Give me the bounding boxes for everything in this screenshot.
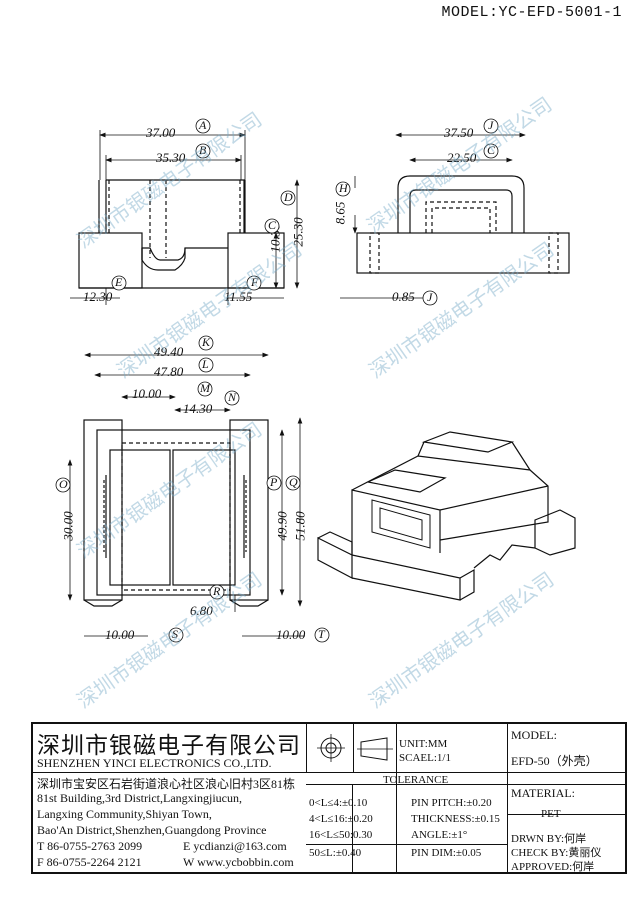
callout-l: L bbox=[202, 357, 209, 371]
address-en-line1: 81st Building,3rd District,Langxingjiucu… bbox=[37, 791, 242, 805]
address-en-line2: Langxing Community,Shiyan Town, bbox=[37, 807, 212, 821]
callout-c: C bbox=[268, 218, 277, 232]
callout-q: Q bbox=[289, 475, 298, 489]
dim-j1-value: 37.50 bbox=[444, 125, 474, 140]
callout-m: M bbox=[200, 381, 210, 395]
title-block: 深圳市银磁电子有限公司 SHENZHEN YINCI ELECTRONICS C… bbox=[31, 722, 627, 874]
dim-b-value: 35.30 bbox=[156, 150, 186, 165]
dim-l-value: 47.80 bbox=[154, 364, 184, 379]
callout-c2: C bbox=[487, 143, 496, 157]
dim-e-value: 12.30 bbox=[83, 289, 113, 304]
tolerance-title: TOLERANCE bbox=[383, 774, 449, 786]
company-name-en: SHENZHEN YINCI ELECTRONICS CO.,LTD. bbox=[37, 756, 272, 770]
dim-r-value: 6.80 bbox=[190, 603, 213, 618]
checked-by: CHECK BY:黄丽仪 bbox=[511, 847, 602, 859]
thickness-tolerance: THICKNESS:±0.15 bbox=[411, 813, 500, 825]
model-field-label: MODEL: bbox=[511, 728, 557, 742]
dim-j2-value: 0.85 bbox=[392, 289, 415, 304]
callout-p: P bbox=[270, 475, 278, 489]
dim-s-value: 10.00 bbox=[105, 627, 135, 642]
telephone: T 86-0755-2763 2099 bbox=[37, 839, 143, 853]
projection-symbol-icon bbox=[317, 734, 345, 762]
callout-r: R bbox=[213, 584, 221, 598]
address-en-line3: Bao'An District,Shenzhen,Guangdong Provi… bbox=[37, 823, 267, 837]
callout-b: B bbox=[199, 143, 207, 157]
pin-pitch-tolerance: PIN PITCH:±0.20 bbox=[411, 797, 492, 809]
dim-k-value: 49.40 bbox=[154, 344, 184, 359]
callout-a: A bbox=[199, 118, 207, 132]
dim-a-value: 37.00 bbox=[146, 125, 176, 140]
side-view bbox=[356, 175, 570, 274]
callout-s: S bbox=[172, 627, 178, 641]
angle-tolerance: ANGLE:±1° bbox=[411, 829, 468, 841]
company-name-cn: 深圳市银磁电子有限公司 bbox=[37, 733, 301, 759]
material-value: PET bbox=[541, 808, 561, 820]
tolerance-row-3: 16<L≤50:0.30 bbox=[309, 829, 373, 841]
dim-c2-value: 22.50 bbox=[447, 150, 477, 165]
model-number-label: MODEL:YC-EFD-5001-1 bbox=[441, 4, 622, 21]
callout-h: H bbox=[339, 181, 348, 195]
email: E ycdianzi@163.com bbox=[183, 839, 287, 853]
callout-o: O bbox=[59, 477, 68, 491]
callout-f: F bbox=[251, 275, 259, 289]
address-cn: 深圳市宝安区石岩街道浪心社区浪心旧村3区81栋 bbox=[37, 777, 296, 791]
tolerance-row-1: 0<L≤4:±0.10 bbox=[309, 797, 368, 809]
top-view bbox=[83, 419, 269, 607]
fax: F 86-0755-2264 2121 bbox=[37, 855, 142, 869]
dim-t-value: 10.00 bbox=[276, 627, 306, 642]
tolerance-row-2: 4<L≤16:±0.20 bbox=[309, 813, 373, 825]
callout-d: D bbox=[284, 190, 293, 204]
callout-n: N bbox=[228, 390, 237, 404]
callout-k: K bbox=[202, 335, 211, 349]
dim-m-value: 10.00 bbox=[132, 386, 162, 401]
drawn-by: DRWN BY:何岸 bbox=[511, 833, 587, 845]
isometric-view bbox=[317, 431, 576, 601]
material-label: MATERIAL: bbox=[511, 786, 575, 800]
unit-label: UNIT:MM bbox=[399, 738, 448, 750]
approved-by: APPROVED:何岸 bbox=[511, 861, 595, 873]
projection-cone-icon bbox=[357, 737, 393, 761]
website: W www.ycbobbin.com bbox=[183, 855, 294, 869]
pin-dim-tolerance: PIN DIM:±0.05 bbox=[411, 847, 482, 859]
callout-j2: J bbox=[427, 290, 433, 304]
callout-j: J bbox=[488, 118, 494, 132]
model-field-value: EFD-50（外壳） bbox=[511, 754, 598, 768]
callout-t: T bbox=[318, 627, 325, 641]
callout-e: E bbox=[115, 275, 123, 289]
scale-label: SCAEL:1/1 bbox=[399, 752, 451, 764]
tolerance-row-4: 50≤L:±0.40 bbox=[309, 847, 362, 859]
dim-f-value: 11.55 bbox=[224, 289, 253, 304]
dim-n-value: 14.30 bbox=[183, 401, 213, 416]
